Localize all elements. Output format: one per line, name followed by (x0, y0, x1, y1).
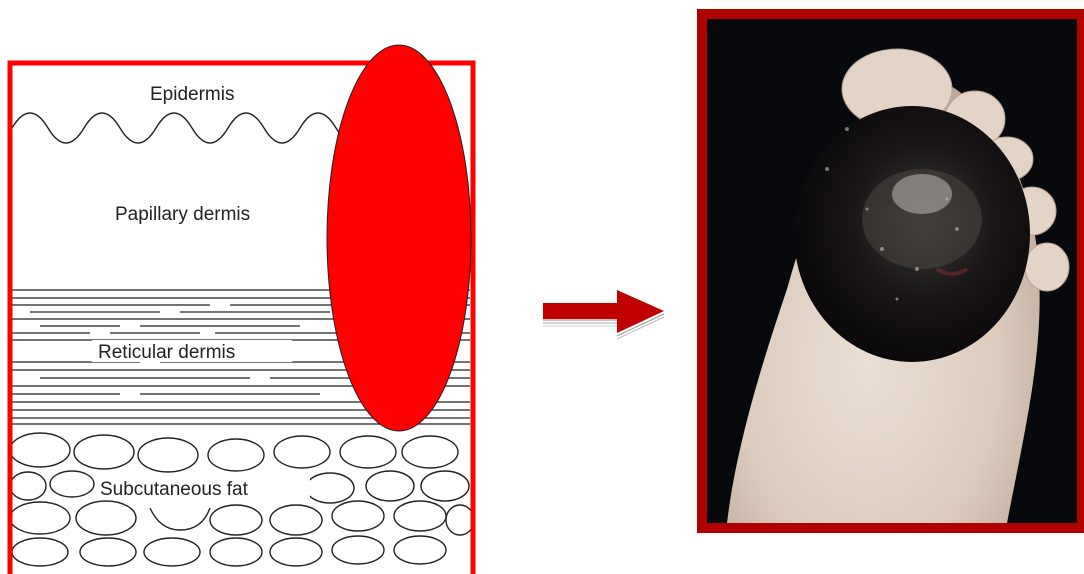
lesion-depth-highlight (327, 45, 471, 431)
label-subcutaneous-fat: Subcutaneous fat (100, 479, 249, 500)
right-arrow-icon (543, 290, 664, 339)
label-reticular-dermis: Reticular dermis (98, 342, 235, 363)
skin-layers-diagram: Epidermis Papillary dermis Reticular der… (0, 0, 700, 574)
foot-lesion-photo (697, 9, 1084, 533)
label-papillary-dermis: Papillary dermis (115, 204, 250, 225)
label-epidermis: Epidermis (150, 84, 234, 105)
